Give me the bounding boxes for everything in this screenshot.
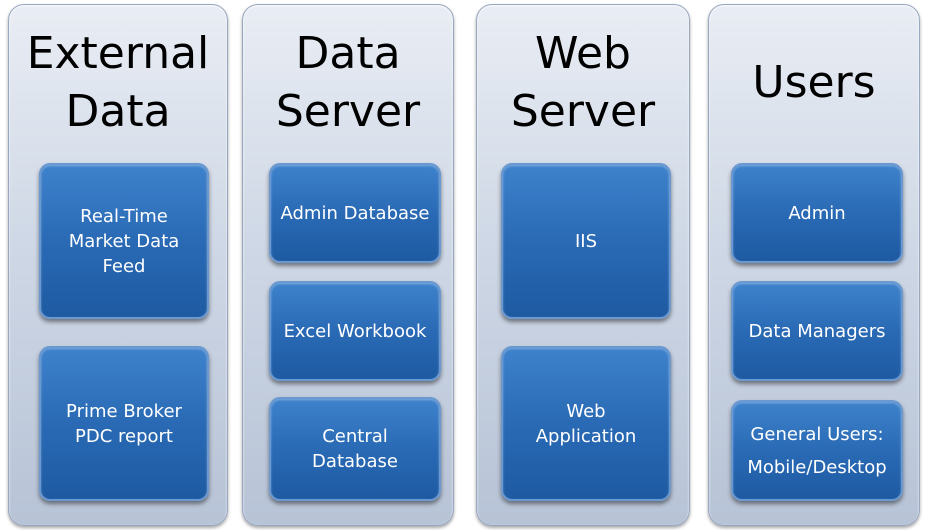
- box-general-users: General Users: Mobile/Desktop: [731, 400, 903, 501]
- column-external-data: External Data Real-Time Market Data Feed…: [8, 4, 228, 526]
- box-web-application: Web Application: [501, 346, 671, 501]
- box-data-managers: Data Managers: [731, 281, 903, 381]
- column-title: Web Server: [510, 28, 656, 137]
- box-admin-database: Admin Database: [269, 163, 441, 263]
- column-title: Users: [752, 57, 876, 108]
- column-data-server: Data Server Admin Database Excel Workboo…: [242, 4, 454, 526]
- box-excel-workbook: Excel Workbook: [269, 281, 441, 381]
- box-admin: Admin: [731, 163, 903, 263]
- column-title: Data Server: [275, 28, 421, 137]
- box-prime-broker-pdc-report: Prime Broker PDC report: [39, 346, 209, 501]
- box-real-time-market-data-feed: Real-Time Market Data Feed: [39, 163, 209, 319]
- box-central-database: Central Database: [269, 397, 441, 501]
- column-web-server: Web Server IIS Web Application: [476, 4, 690, 526]
- box-iis: IIS: [501, 163, 671, 319]
- column-users: Users Admin Data Managers General Users:…: [708, 4, 920, 526]
- column-title: External Data: [26, 28, 210, 137]
